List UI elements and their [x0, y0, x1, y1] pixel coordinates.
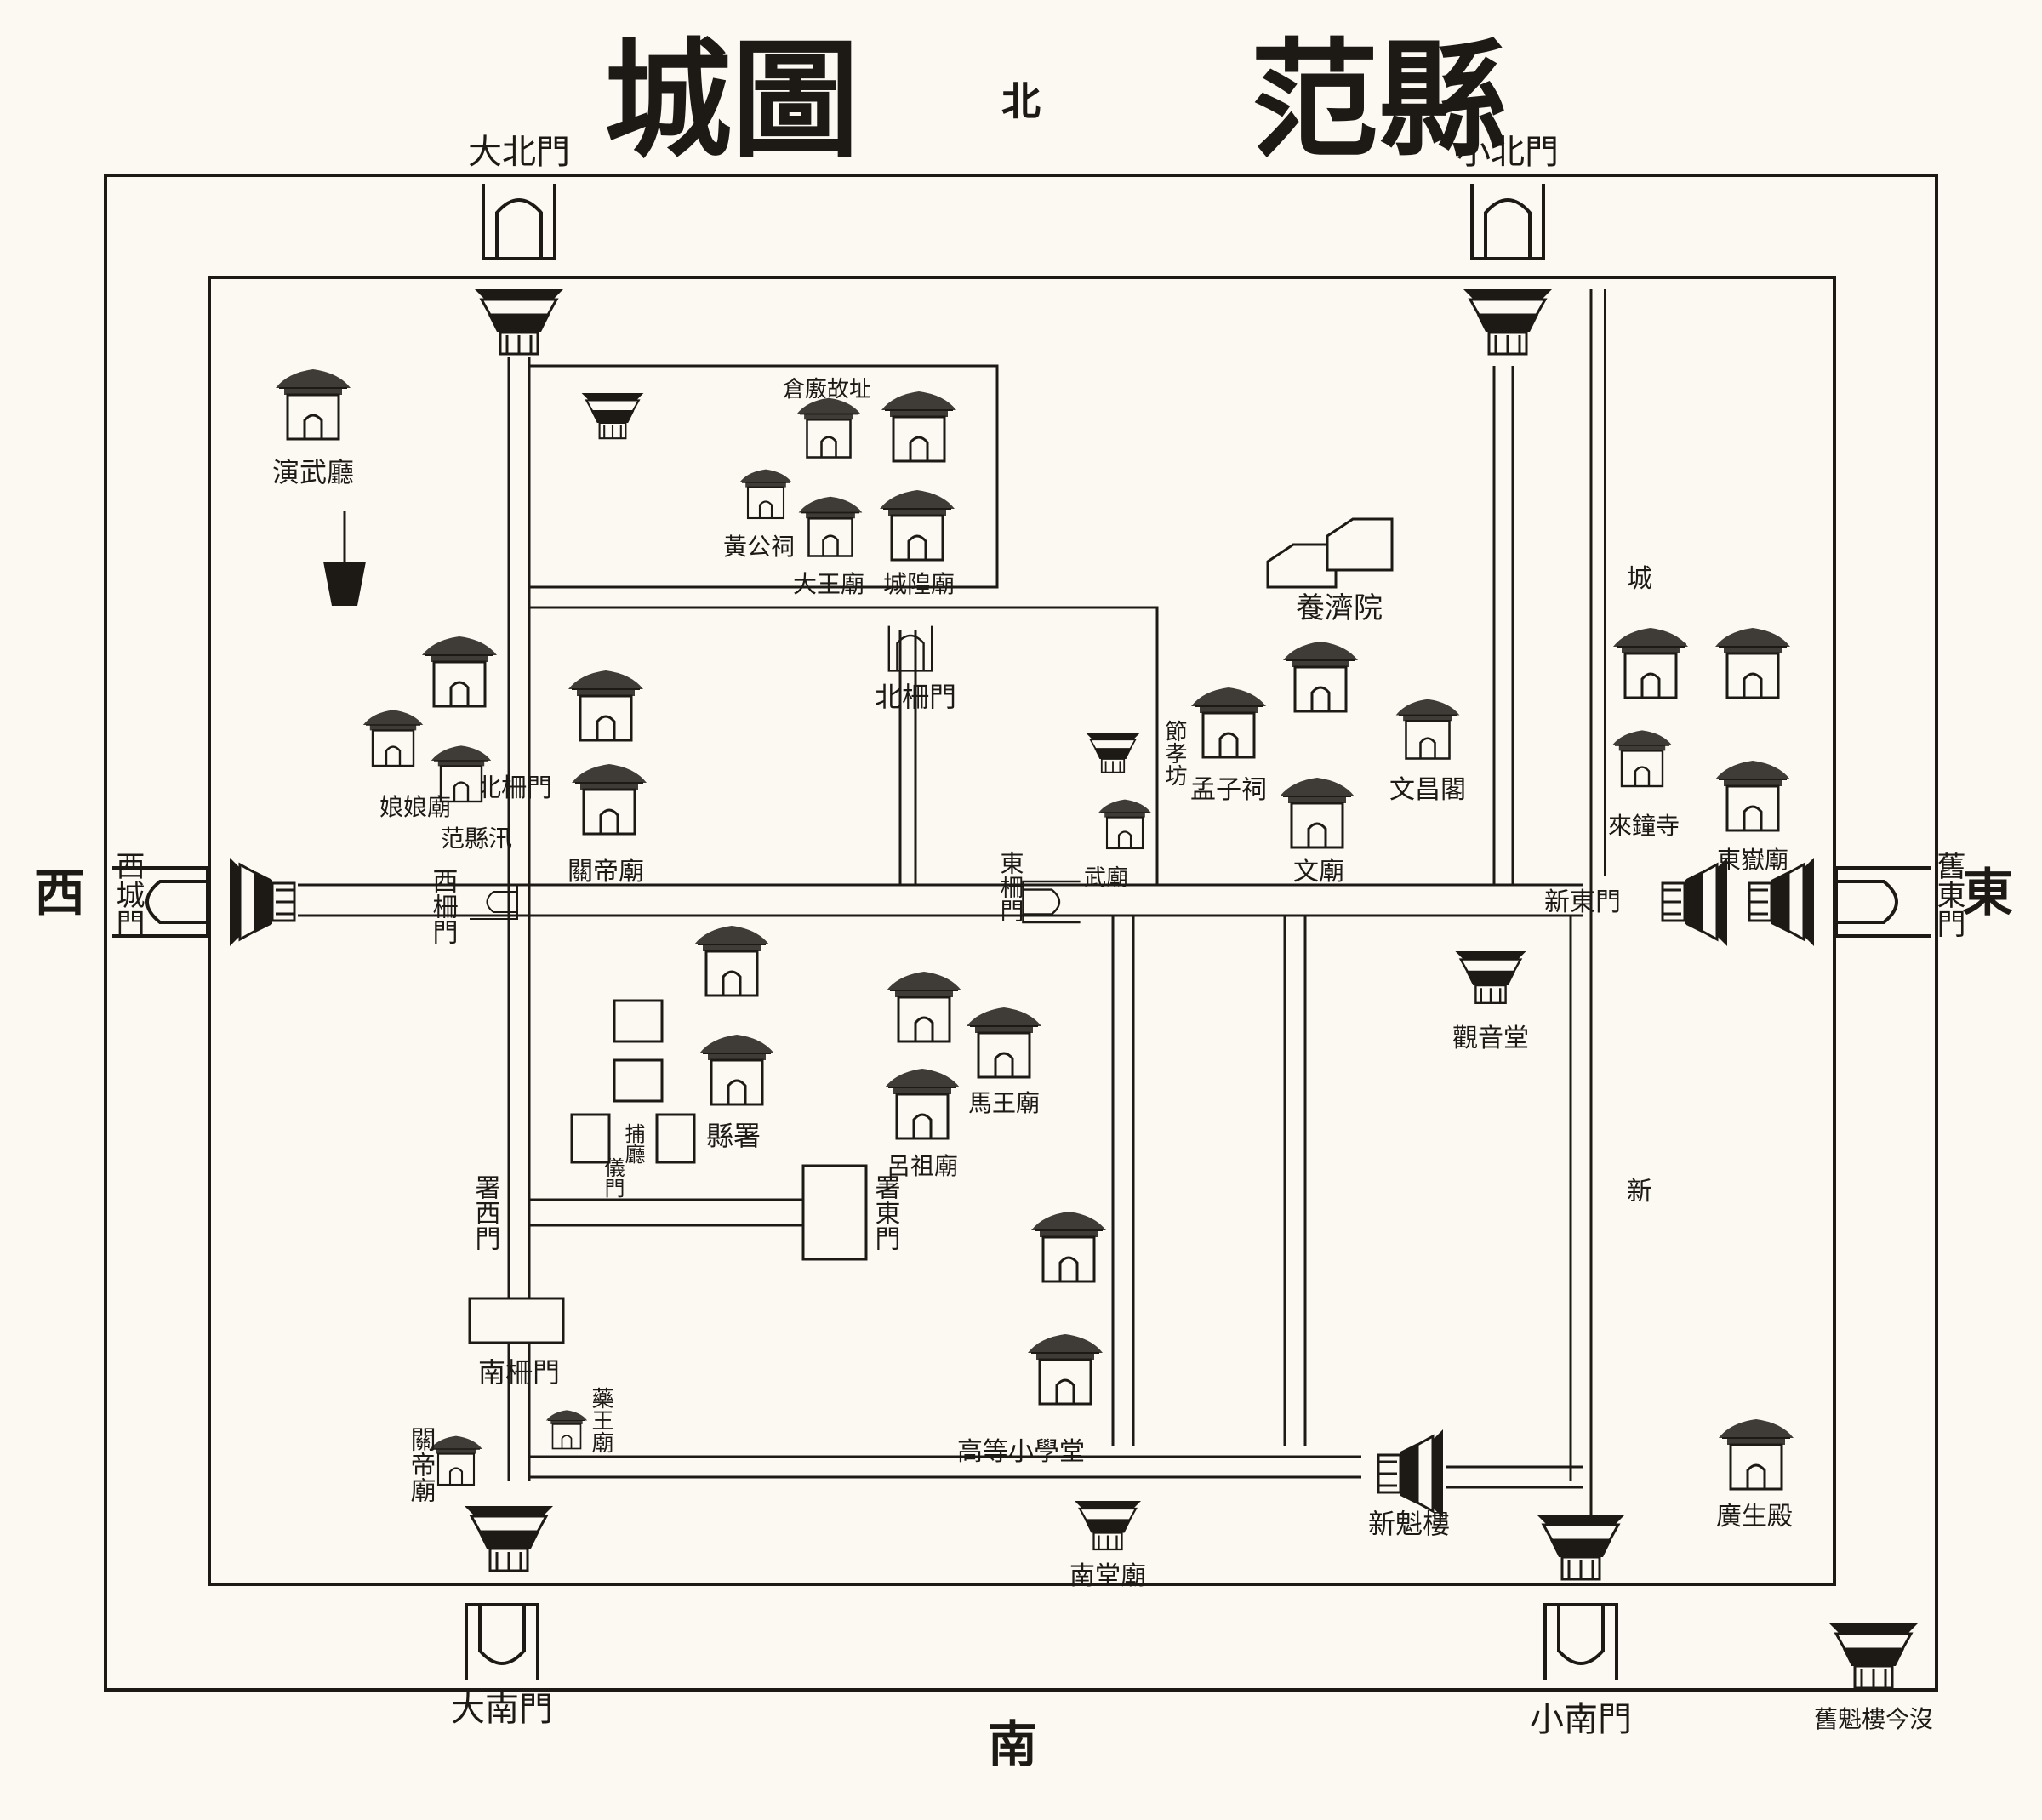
- label-old-kui-tower: 舊魁樓今沒: [1814, 1705, 1933, 1733]
- south-fence-gate: [468, 1297, 565, 1344]
- county-yamen: [698, 1033, 776, 1106]
- wenchang-pavilion: [1395, 698, 1461, 760]
- label-east-fence-gate: 東柵門: [997, 851, 1025, 922]
- label-chenghuang-temple: 城隍廟: [883, 570, 955, 598]
- label-dongyue-temple: 東嶽廟: [1717, 846, 1788, 874]
- zhonglai-temple: [1611, 729, 1674, 788]
- temple-mid-1: [567, 669, 645, 742]
- yamen-east-gate: [801, 1164, 868, 1261]
- label-guanyin-hall: 觀音堂: [1452, 1024, 1529, 1053]
- guandi-temple-south: [429, 1435, 483, 1486]
- wen-temple: [1278, 776, 1356, 849]
- map-title-chengtu: 城圖: [604, 26, 859, 175]
- label-west-fence-gate: 西柵門: [428, 868, 459, 944]
- label-school: 高等小學堂: [957, 1437, 1085, 1467]
- label-old-east-gate: 舊東門: [1931, 851, 1965, 938]
- guangsheng-hall: [1717, 1418, 1795, 1491]
- label-lvzu-temple: 呂祖廟: [887, 1152, 958, 1180]
- temple-south-1: [1030, 1210, 1108, 1283]
- yaowang-temple: [545, 1409, 589, 1450]
- label-jiexiao-arch: 節孝坊: [1161, 720, 1187, 786]
- compass-south: 南: [988, 1715, 1037, 1773]
- label-west-city-gate: 西城門: [111, 851, 145, 938]
- label-yangji-yuan: 養濟院: [1296, 591, 1383, 625]
- label-guandi-temple-south: 關帝廟: [406, 1426, 436, 1503]
- label-dawang-temple: 大王廟: [793, 570, 864, 598]
- granary-2: [880, 390, 958, 463]
- yamen-front: [693, 924, 771, 997]
- road-network: [298, 357, 1593, 1489]
- label-north-fence-gate: 北柵門: [875, 681, 956, 713]
- note-new-wall: 新: [1627, 1177, 1652, 1207]
- label-xinkui-tower: 新魁樓: [1368, 1508, 1450, 1540]
- label-yanwu-hall: 演武廳: [272, 456, 354, 488]
- label-niangniang-temple: 娘娘廟: [379, 793, 451, 821]
- flag-tower: [323, 511, 366, 606]
- north-small-label: 北: [1001, 78, 1041, 124]
- label-mengzi-shrine: 孟子祠: [1190, 775, 1267, 805]
- dongyue-temple: [1714, 759, 1792, 832]
- label-big-north-gate: 大北門: [468, 133, 570, 172]
- label-granary-ruins: 倉廒故址: [783, 377, 871, 402]
- east-temple-1: [1611, 626, 1690, 699]
- wu-temple: [1098, 798, 1152, 850]
- wen-temple-gate: [1281, 640, 1360, 713]
- label-south-fence-gate: 南柵門: [478, 1356, 560, 1389]
- lvzu-temple: [883, 1067, 961, 1140]
- label-wen-temple: 文廟: [1293, 857, 1344, 887]
- buting-2: [613, 1058, 664, 1103]
- label-wu-temple: 武廟: [1084, 865, 1128, 891]
- label-yaowang-temple: 藥王廟: [588, 1387, 613, 1453]
- buting-1: [613, 999, 664, 1043]
- label-mawang-temple: 馬王廟: [968, 1089, 1040, 1117]
- label-small-south-gate: 小南門: [1530, 1700, 1632, 1739]
- label-fanxian-xun: 范縣汛: [441, 824, 512, 853]
- label-big-south-gate: 大南門: [451, 1690, 553, 1729]
- note-old-wall: 城: [1627, 564, 1652, 594]
- yi-men-east: [655, 1113, 696, 1164]
- label-huanggong-shrine: 黃公祠: [723, 533, 795, 561]
- label-county-yamen: 縣署: [706, 1120, 761, 1152]
- guandi-temple-north: [570, 762, 648, 836]
- label-buting: 捕廳: [621, 1123, 645, 1164]
- label-north-fence-small: 北柵門: [476, 773, 552, 803]
- temple-lvzu-front: [885, 970, 963, 1043]
- label-yi-men: 儀門: [601, 1157, 625, 1198]
- mawang-temple: [965, 1006, 1043, 1079]
- temple-south-2: [1026, 1332, 1104, 1406]
- mengzi-shrine: [1189, 686, 1268, 759]
- huanggong-shrine: [739, 468, 793, 520]
- label-yamen-east-gate: 署東門: [870, 1174, 900, 1251]
- map-title-fanxian: 范縣: [1251, 26, 1506, 175]
- label-new-east-gate: 新東門: [1544, 887, 1621, 917]
- niangniang-temple-a: [362, 709, 425, 767]
- label-wenchang-pavilion: 文昌閣: [1389, 775, 1466, 805]
- label-zhonglai-temple: 來鐘寺: [1608, 812, 1680, 840]
- east-temple-2: [1714, 626, 1792, 699]
- yi-men-west: [570, 1113, 611, 1164]
- temple-nw-1: [420, 635, 499, 708]
- outer-city-wall: [104, 174, 1938, 1692]
- label-small-north-gate: 小北門: [1457, 133, 1559, 172]
- label-guangsheng-hall: 廣生殿: [1716, 1502, 1793, 1532]
- chenghuang-temple: [878, 488, 956, 562]
- yanwu-hall: [274, 368, 352, 441]
- yangji-yuan: [1266, 517, 1394, 589]
- granary-1: [796, 397, 862, 459]
- compass-west: 西: [34, 864, 85, 923]
- dawang-temple: [797, 495, 864, 557]
- label-guandi-temple-north: 關帝廟: [568, 857, 644, 887]
- compass-east: 東: [1962, 864, 2013, 923]
- label-yamen-west-gate: 署西門: [471, 1174, 500, 1251]
- label-nantang-temple: 南堂廟: [1069, 1561, 1146, 1591]
